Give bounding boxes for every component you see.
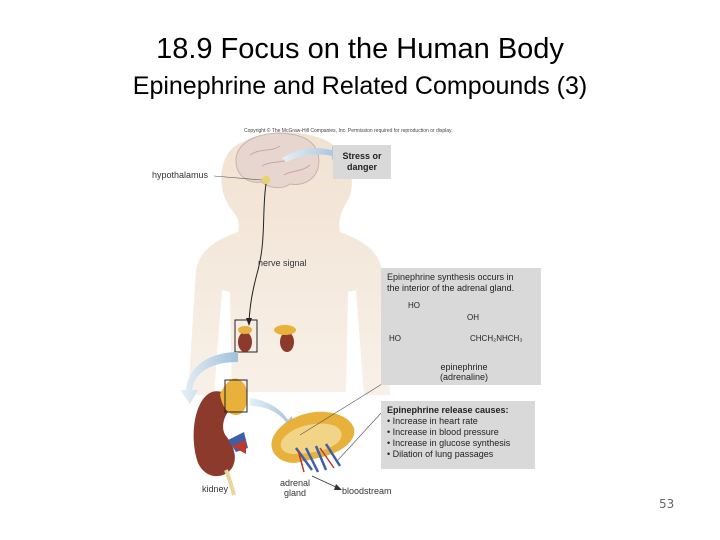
- chem-ho-top: HO: [408, 301, 420, 310]
- release-heading: Epinephrine release causes:: [387, 405, 509, 415]
- label-kidney: kidney: [202, 484, 229, 494]
- hypothalamus-marker: [262, 176, 270, 184]
- slide-subtitle: Epinephrine and Related Compounds (3): [132, 72, 588, 100]
- epinephrine-name: epinephrine (adrenaline): [440, 362, 489, 382]
- chem-side-chain: CHCH₂NHCH₃: [470, 334, 523, 343]
- stress-box: Stress or danger: [333, 145, 391, 179]
- zoom-arrow: [180, 352, 238, 404]
- release-box: Epinephrine release causes: • Increase i…: [381, 401, 535, 469]
- release-item: • Dilation of lung passages: [387, 449, 494, 459]
- label-nerve-signal: nerve signal: [258, 258, 307, 268]
- adrenal-highlight-box: [234, 319, 258, 353]
- release-item: • Increase in glucose synthesis: [387, 438, 511, 448]
- brain-shape: [235, 132, 320, 189]
- large-adrenal: [220, 378, 248, 416]
- slide-title: 18.9 Focus on the Human Body: [156, 33, 564, 65]
- release-item: • Increase in blood pressure: [387, 427, 499, 437]
- cross-section-arrow: [250, 398, 294, 430]
- page-number: 53: [659, 497, 675, 511]
- chem-ho-left: HO: [389, 334, 401, 343]
- synthesis-box: Epinephrine synthesis occurs in the inte…: [381, 268, 541, 385]
- nerve-signal-line: [248, 183, 267, 323]
- large-kidney: [193, 391, 235, 477]
- copyright-notice: Copyright © The McGraw-Hill Companies, I…: [244, 128, 453, 134]
- label-hypothalamus: hypothalamus: [152, 170, 209, 180]
- label-bloodstream: bloodstream: [342, 486, 392, 496]
- stress-arrow: [282, 146, 342, 162]
- release-item: • Increase in heart rate: [387, 416, 478, 426]
- label-adrenal-gland: adrenal gland: [280, 478, 311, 498]
- chem-oh: OH: [467, 313, 479, 322]
